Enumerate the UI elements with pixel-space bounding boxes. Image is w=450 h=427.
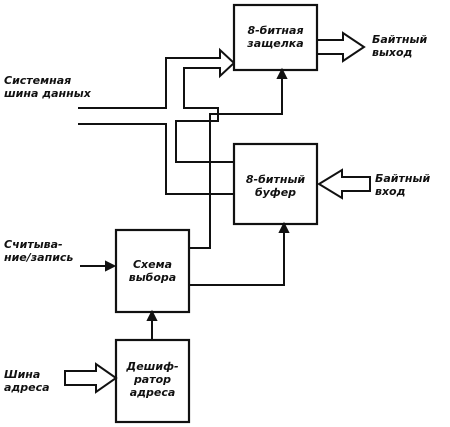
byte-in-label: Байтный вход xyxy=(375,172,431,198)
buffer-label: 8-битный буфер xyxy=(245,173,306,199)
read-write-label: Считыва- ние/запись xyxy=(4,238,74,264)
buffer-block xyxy=(232,142,319,226)
byte-out-arrow xyxy=(316,31,366,63)
decoder-label: Дешиф- ратор адреса xyxy=(126,360,179,399)
byte-out-label: Байтный выход xyxy=(372,33,428,59)
select-to-latch-arrowhead xyxy=(276,67,288,79)
address-bus-label: Шина адреса xyxy=(4,368,50,394)
select-to-latch-line xyxy=(189,76,283,249)
decoder-block xyxy=(114,338,191,424)
byte-in-arrow xyxy=(317,168,371,200)
latch-block xyxy=(232,3,319,72)
select-label: Схема выбора xyxy=(128,258,177,284)
select-to-buffer-arrowhead xyxy=(278,221,290,233)
address-bus-arrow xyxy=(64,362,118,394)
select-to-buffer-line xyxy=(189,230,285,286)
latch-label: 8-битная защелка xyxy=(247,24,304,50)
decoder-to-select-arrowhead xyxy=(146,309,158,321)
system-bus-label: Системная шина данных xyxy=(4,74,91,100)
read-write-arrowhead xyxy=(105,260,117,272)
